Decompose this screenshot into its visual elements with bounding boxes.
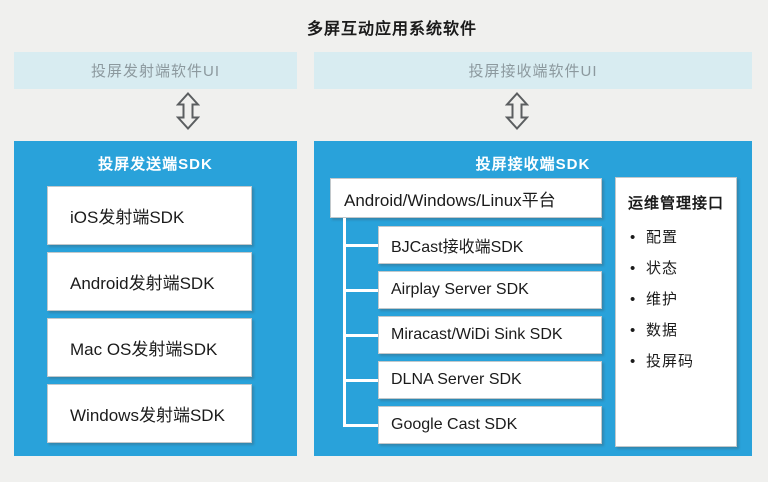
sender-sdk-panel: 投屏发送端SDK iOS发射端SDK Android发射端SDK Mac OS发… bbox=[14, 141, 297, 456]
receiver-ui-bar: 投屏接收端软件UI bbox=[314, 52, 752, 89]
page-title: 多屏互动应用系统软件 bbox=[306, 21, 477, 38]
receiver-sdk-item-dlna: DLNA Server SDK bbox=[378, 361, 602, 399]
ops-bullet-castcode: 投屏码 bbox=[628, 351, 728, 372]
receiver-sdk-item-miracast: Miracast/WiDi Sink SDK bbox=[378, 316, 602, 354]
ops-bullet-status: 状态 bbox=[628, 258, 728, 279]
sender-sdk-item-android: Android发射端SDK bbox=[47, 252, 252, 311]
ops-management-panel: 运维管理接口 配置 状态 维护 数据 投屏码 bbox=[615, 177, 737, 447]
ops-bullet-data: 数据 bbox=[628, 320, 728, 341]
tree-connector-branch bbox=[343, 244, 378, 247]
receiver-ui-bar-label: 投屏接收端软件UI bbox=[468, 63, 598, 80]
sender-ui-bar-label: 投屏发射端软件UI bbox=[90, 63, 220, 80]
receiver-sdk-item-bjcast: BJCast接收端SDK bbox=[378, 226, 602, 264]
tree-connector-branch bbox=[343, 289, 378, 292]
receiver-sdk-panel: 投屏接收端SDK Android/Windows/Linux平台 BJCast接… bbox=[314, 141, 752, 456]
receiver-platform-box: Android/Windows/Linux平台 bbox=[330, 178, 602, 218]
double-vertical-arrow-icon bbox=[176, 92, 200, 130]
tree-connector-branch bbox=[343, 379, 378, 382]
sender-sdk-item-ios: iOS发射端SDK bbox=[47, 186, 252, 245]
ops-bullet-config: 配置 bbox=[628, 227, 728, 248]
ops-bullet-maintain: 维护 bbox=[628, 289, 728, 310]
tree-connector-vertical bbox=[343, 218, 346, 427]
receiver-sdk-item-googlecast: Google Cast SDK bbox=[378, 406, 602, 444]
ops-panel-title: 运维管理接口 bbox=[628, 195, 725, 212]
receiver-sdk-panel-title: 投屏接收端SDK bbox=[475, 156, 591, 173]
sender-sdk-item-windows: Windows发射端SDK bbox=[47, 384, 252, 443]
sender-sdk-panel-title: 投屏发送端SDK bbox=[98, 156, 213, 173]
double-vertical-arrow-icon bbox=[505, 92, 529, 130]
receiver-sdk-item-airplay: Airplay Server SDK bbox=[378, 271, 602, 309]
ops-bullet-list: 配置 状态 维护 数据 投屏码 bbox=[628, 227, 728, 372]
tree-connector-branch bbox=[343, 334, 378, 337]
sender-ui-bar: 投屏发射端软件UI bbox=[14, 52, 297, 89]
tree-connector-branch bbox=[343, 424, 378, 427]
sender-sdk-item-macos: Mac OS发射端SDK bbox=[47, 318, 252, 377]
